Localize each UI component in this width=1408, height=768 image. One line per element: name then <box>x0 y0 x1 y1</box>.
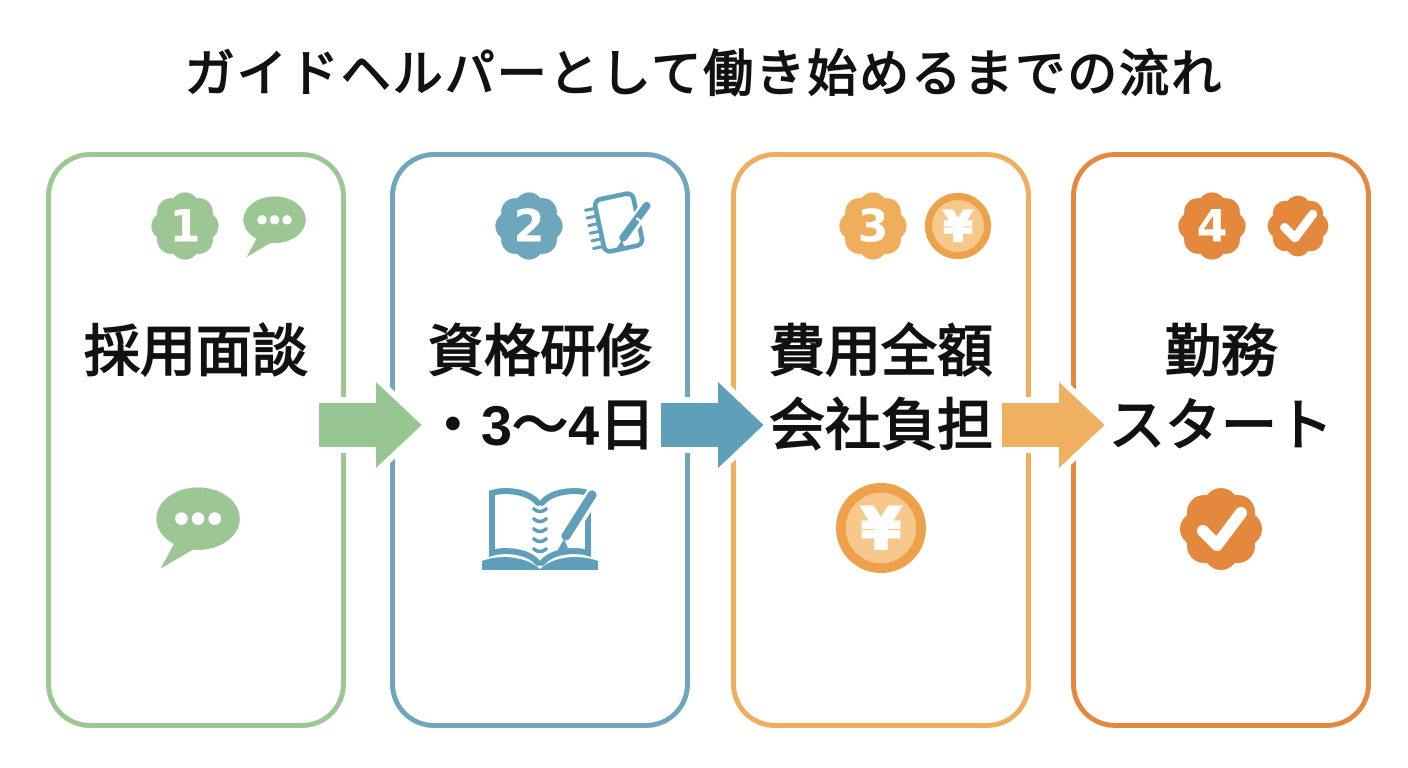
step-label-line: ・3〜4日 <box>424 394 656 457</box>
step-label-line: 会社負担 <box>769 394 993 457</box>
step-card-3: 3 ¥ 費用全額 会社負担 ¥ <box>731 152 1031 728</box>
yen-coin-icon: ¥ <box>835 482 927 574</box>
notebook-pen-icon <box>584 191 655 254</box>
step-4-label: 勤務 スタート <box>1076 315 1366 463</box>
step-number: 3 <box>858 202 889 253</box>
step-label-line: 採用面談 <box>84 320 308 383</box>
speech-bubble-icon <box>156 487 240 569</box>
flow-arrow-icon <box>313 371 430 479</box>
step-number: 2 <box>514 202 545 253</box>
step-label-line: 資格研修 <box>428 320 652 383</box>
step-label-line: 費用全額 <box>769 320 993 383</box>
step-4-badge-row: 4 <box>1108 185 1398 267</box>
step-card-4: 4 勤務 スタート <box>1071 152 1371 728</box>
flow-arrow-icon <box>996 371 1113 479</box>
check-seal-icon <box>1267 195 1329 257</box>
step-3-badge-row: 3 ¥ <box>768 185 1058 267</box>
page-title: ガイドヘルパーとして働き始めるまでの流れ <box>184 46 1224 102</box>
step-number-seal-icon: 4 <box>1178 192 1246 260</box>
step-number-seal-icon: 2 <box>495 192 563 260</box>
check-seal-icon <box>1179 487 1263 571</box>
yen-symbol: ¥ <box>943 202 972 251</box>
step-number-seal-icon: 1 <box>151 192 219 260</box>
step-number-seal-icon: 3 <box>839 192 907 260</box>
step-3-label: 費用全額 会社負担 <box>736 315 1026 463</box>
step-1-label: 採用面談 <box>51 315 341 389</box>
step-2-label: 資格研修 ・3〜4日 <box>395 315 685 463</box>
step-card-1: 1 採用面談 <box>46 152 346 728</box>
open-book-pen-icon <box>482 485 602 570</box>
step-2-badge-row: 2 <box>427 185 717 267</box>
step-card-2: 2 <box>390 152 690 728</box>
step-label-line: 勤務 <box>1165 320 1277 383</box>
step-1-badge-row: 1 <box>83 185 373 267</box>
step-label-line: スタート <box>1109 394 1333 457</box>
speech-bubble-icon <box>243 196 306 258</box>
step-number: 4 <box>1197 202 1228 253</box>
flow-arrow-icon <box>655 371 772 479</box>
step-number: 1 <box>170 202 201 253</box>
yen-coin-icon: ¥ <box>924 192 992 260</box>
yen-symbol: ¥ <box>861 497 901 563</box>
